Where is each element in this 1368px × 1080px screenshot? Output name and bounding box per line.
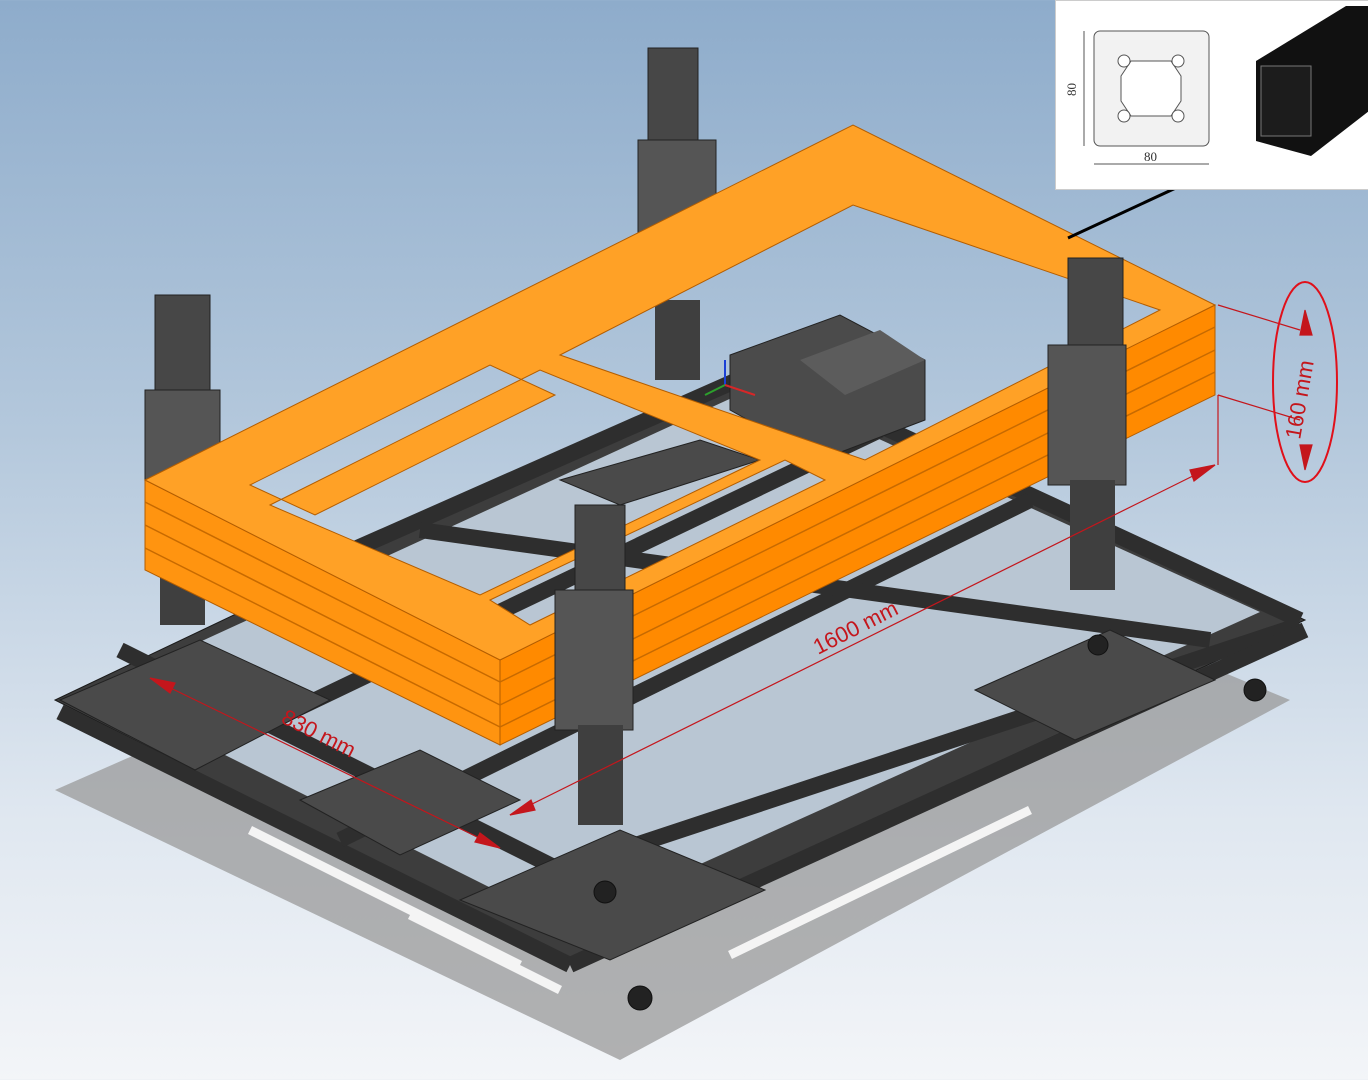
- base-frame: [53, 362, 1309, 1011]
- caster-wheels: [593, 634, 1267, 1011]
- drive-motor: [729, 314, 926, 461]
- dimension-lines: [149, 304, 1313, 849]
- height-highlight-circle: [1272, 281, 1338, 483]
- profile-width-label: 80: [1144, 149, 1157, 164]
- orange-top-frame: [143, 124, 1217, 746]
- actuator-front-center: [554, 504, 634, 825]
- profile-height-label: 80: [1064, 83, 1079, 96]
- profile-inset: 80 80: [1055, 0, 1368, 190]
- aluminum-profile-illustration: 80 80: [1064, 6, 1368, 165]
- dimension-height-label: 160 mm: [1280, 358, 1318, 441]
- actuator-front-right: [1047, 257, 1127, 590]
- axis-triad: [704, 360, 756, 396]
